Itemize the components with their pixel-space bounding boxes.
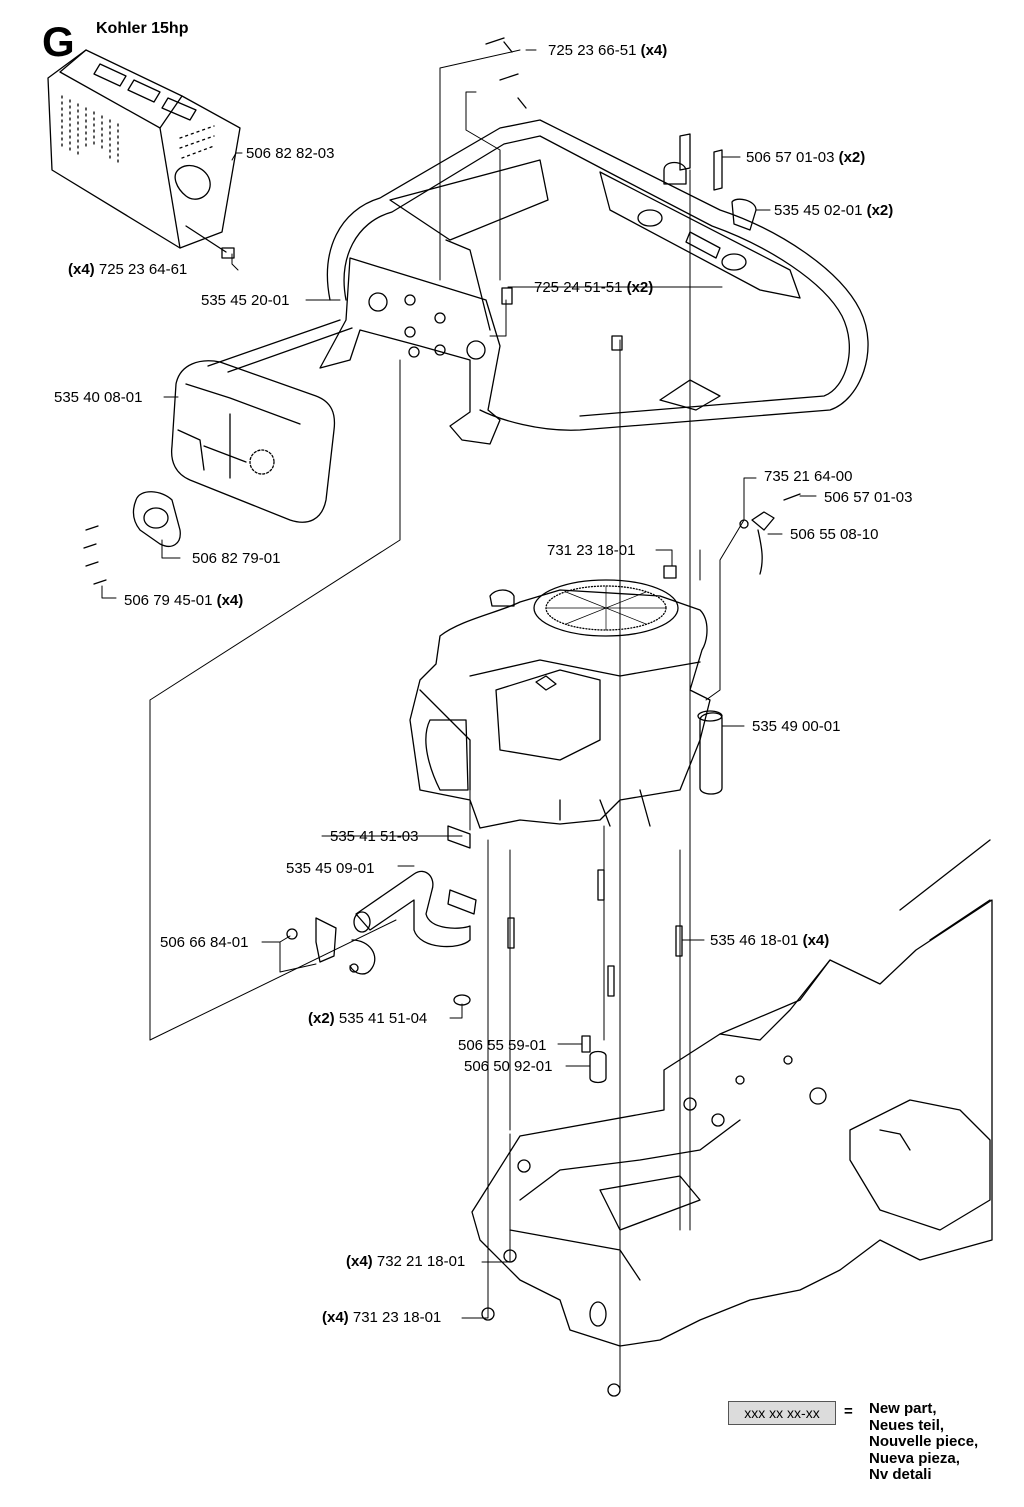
legend-sample-box: xxx xx xx-xx <box>728 1401 836 1425</box>
legend-line: Nueva pieza, <box>869 1449 960 1467</box>
callout-506-57-01-03-x2: 506 57 01-03 (x2) <box>746 149 865 167</box>
callout-725-23-64-61: (x4) 725 23 64-61 <box>68 261 187 279</box>
callout-535-49-00-01: 535 49 00-01 <box>752 718 840 736</box>
part-number: 725 23 66-51 <box>548 42 637 59</box>
upper-frame <box>326 119 869 431</box>
part-number: 731 23 18-01 <box>352 1309 442 1326</box>
part-number: 506 79 45-01 <box>124 592 213 609</box>
part-number: 506 66 84-01 <box>160 934 249 951</box>
u-clamp <box>286 917 376 975</box>
engine <box>409 579 723 829</box>
callout-506-82-79-01: 506 82 79-01 <box>192 550 280 568</box>
quantity: (x4) <box>640 42 668 59</box>
part-number: 506 82 79-01 <box>192 550 281 567</box>
part-number: 725 23 64-61 <box>98 261 188 278</box>
part-number: 735 21 64-00 <box>764 468 853 485</box>
legend-line: New part, <box>869 1400 937 1417</box>
part-number: 535 46 18-01 <box>710 932 799 949</box>
part-number: 725 24 51-51 <box>534 279 623 296</box>
callout-535-45-02-01: 535 45 02-01 (x2) <box>774 202 893 220</box>
part-number: 535 40 08-01 <box>54 389 143 406</box>
legend-equals: = <box>844 1403 853 1420</box>
leader-lines <box>101 49 817 1391</box>
section-letter: G <box>42 18 75 65</box>
diagram-title: Kohler 15hp <box>96 20 189 37</box>
part-number: 506 55 08-10 <box>790 526 879 543</box>
quantity: (x2) <box>838 149 866 166</box>
callout-535-45-20-01: 535 45 20-01 <box>201 292 289 310</box>
part-number: 732 21 18-01 <box>376 1253 466 1270</box>
callout-725-24-51-51: 725 24 51-51 (x2) <box>534 279 653 297</box>
callout-506-50-92-01: 506 50 92-01 <box>464 1058 552 1076</box>
part-number: 506 57 01-03 <box>746 149 835 166</box>
callout-506-82-82-03: 506 82 82-03 <box>246 145 334 163</box>
callout-506-66-84-01: 506 66 84-01 <box>160 934 248 952</box>
callout-506-79-45-01: 506 79 45-01 (x4) <box>124 592 243 610</box>
callout-735-21-64-00: 735 21 64-00 <box>764 468 852 486</box>
chassis-frame <box>471 839 993 1347</box>
callout-535-40-08-01: 535 40 08-01 <box>54 389 142 407</box>
quantity: (x2) <box>308 1010 335 1027</box>
muffler <box>170 319 353 523</box>
callout-732-21-18-01: (x4) 732 21 18-01 <box>346 1253 465 1271</box>
callout-506-55-08-10: 506 55 08-10 <box>790 526 878 544</box>
part-number: 731 23 18-01 <box>547 542 636 559</box>
muffler-bracket <box>319 257 501 445</box>
part-number: 535 45 20-01 <box>201 292 290 309</box>
part-number: 506 57 01-03 <box>824 489 913 506</box>
callout-535-41-51-03: 535 41 51-03 <box>330 828 418 846</box>
callout-731-23-18-01-x4: (x4) 731 23 18-01 <box>322 1309 441 1327</box>
quantity: (x4) <box>216 592 244 609</box>
hardware <box>83 37 801 1397</box>
callout-506-57-01-03: 506 57 01-03 <box>824 489 912 507</box>
quantity: (x2) <box>626 279 654 296</box>
part-number: 506 55 59-01 <box>458 1037 547 1054</box>
callout-506-55-59-01: 506 55 59-01 <box>458 1037 546 1055</box>
legend-line: Neues teil, <box>869 1416 945 1434</box>
legend-text: New part, Neues teil, Nouvelle piece, Nu… <box>869 1400 979 1484</box>
part-number: 535 45 09-01 <box>286 860 375 877</box>
quantity: (x2) <box>866 202 894 219</box>
callout-535-46-18-01: 535 46 18-01 (x4) <box>710 932 829 950</box>
part-number: 506 50 92-01 <box>464 1058 553 1075</box>
legend-line: Nouvelle piece, <box>869 1433 979 1450</box>
quantity: (x4) <box>346 1253 373 1270</box>
air-cleaner-cover <box>47 49 241 259</box>
exhaust-pipe <box>353 825 477 1006</box>
quantity: (x4) <box>802 932 830 949</box>
part-number: 535 41 51-03 <box>330 828 419 845</box>
part-number: 535 49 00-01 <box>752 718 841 735</box>
spark-arrestor <box>132 491 181 547</box>
part-number: 535 41 51-04 <box>338 1010 428 1027</box>
callout-535-45-09-01: 535 45 09-01 <box>286 860 374 878</box>
part-number: 506 82 82-03 <box>246 145 335 162</box>
legend-line: Nv detali <box>869 1466 932 1483</box>
callout-731-23-18-01: 731 23 18-01 <box>547 542 635 560</box>
quantity: (x4) <box>322 1309 349 1326</box>
part-number: 535 45 02-01 <box>774 202 863 219</box>
quantity: (x4) <box>68 261 95 278</box>
callout-725-23-66-51: 725 23 66-51 (x4) <box>548 42 667 60</box>
callout-535-41-51-04: (x2) 535 41 51-04 <box>308 1010 427 1028</box>
